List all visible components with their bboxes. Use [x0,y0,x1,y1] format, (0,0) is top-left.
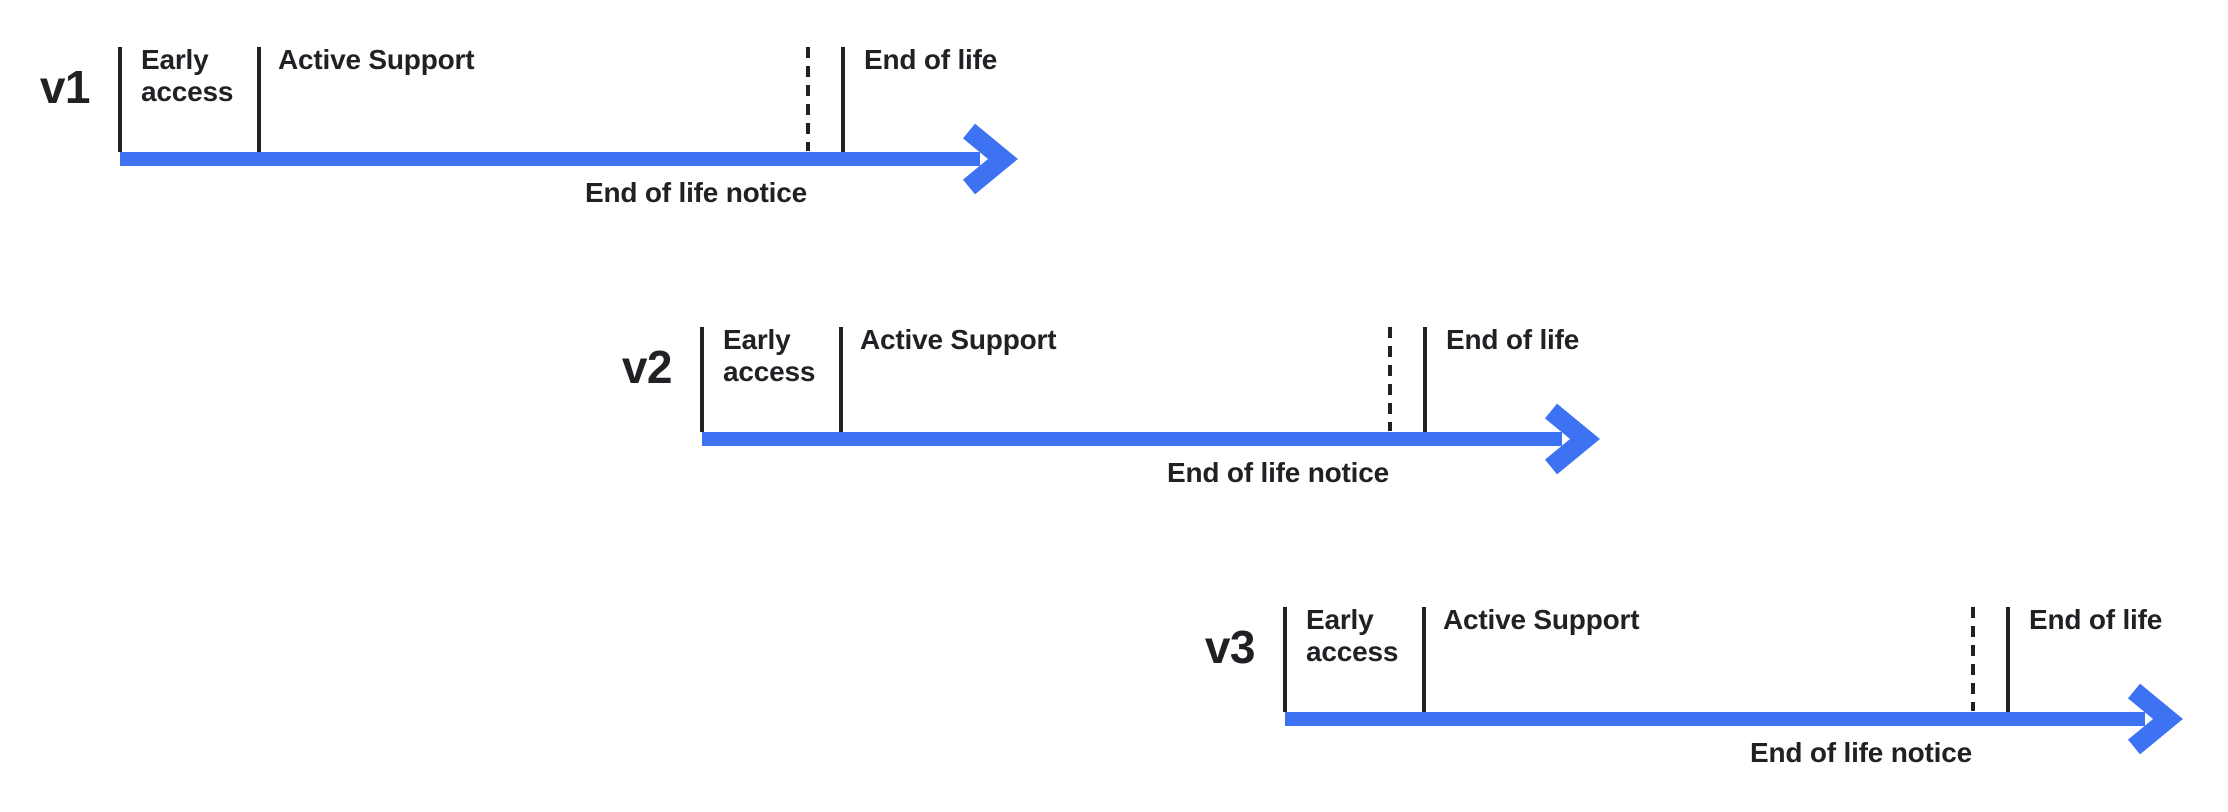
active-support-label: Active Support [278,44,475,75]
eol-notice-dashed-line [1971,607,1975,711]
end-of-life-label: End of life [864,44,998,75]
version-label: v1 [39,61,91,113]
end-of-life-tick [841,47,845,152]
end-of-life-label: End of life [2029,604,2163,635]
timeline-arrow-shaft [1285,712,2145,726]
active-support-start-tick [1422,607,1426,712]
version-label: v2 [621,341,673,393]
early-access-start-tick [1283,607,1287,712]
end-of-life-tick [1423,327,1427,432]
timeline-arrow-shaft [702,432,1562,446]
arrow-head-icon [2127,683,2183,755]
active-support-start-tick [257,47,261,152]
end-of-life-notice-label: End of life notice [1750,737,1972,768]
version-label: v3 [1204,621,1256,673]
eol-notice-dashed-line [806,47,810,151]
timeline-arrow-shaft [120,152,980,166]
active-support-label: Active Support [1443,604,1640,635]
end-of-life-notice-label: End of life notice [1167,457,1389,488]
eol-notice-dashed-line [1388,327,1392,431]
timeline-v3: v3 Early access Active Support End of li… [1205,604,2228,787]
early-access-label: Early access [1306,604,1399,667]
end-of-life-tick [2006,607,2010,712]
early-access-label: Early access [141,44,234,107]
early-access-start-tick [700,327,704,432]
early-access-start-tick [118,47,122,152]
end-of-life-notice-label: End of life notice [585,177,807,208]
active-support-label: Active Support [860,324,1057,355]
active-support-start-tick [839,327,843,432]
end-of-life-label: End of life [1446,324,1580,355]
arrow-head-icon [1544,403,1600,475]
timeline-v1: v1 Early access Active Support End of li… [40,44,1080,227]
early-access-label: Early access [723,324,816,387]
arrow-head-icon [962,123,1018,195]
timeline-v2: v2 Early access Active Support End of li… [622,324,1662,507]
